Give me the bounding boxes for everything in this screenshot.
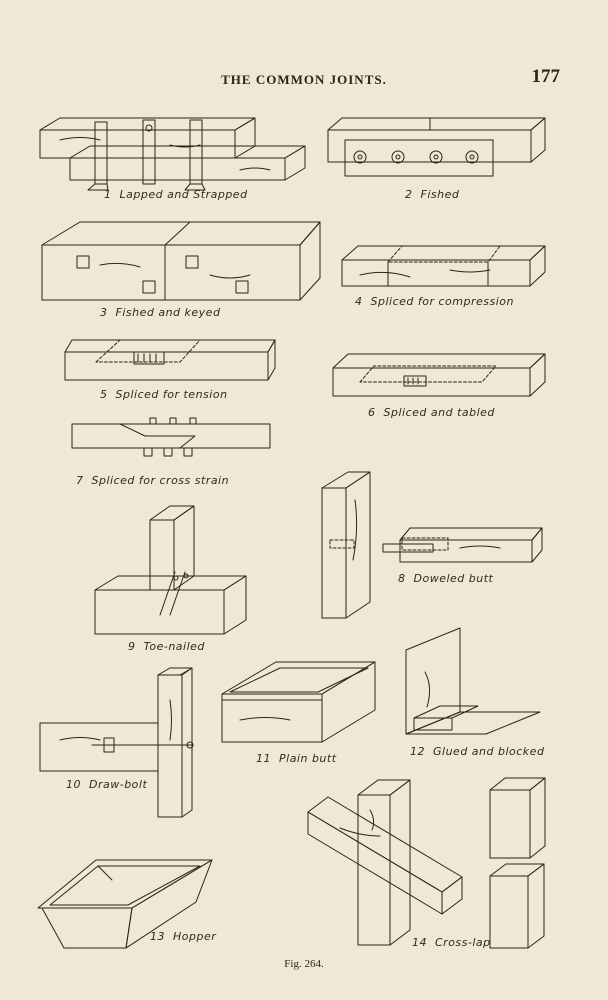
joint-8-doweled-butt-drawing	[322, 472, 542, 618]
joint-7-spliced-cross-strain-drawing	[72, 418, 270, 456]
page-number: 177	[531, 66, 561, 87]
joint-13-hopper-drawing	[38, 860, 212, 948]
caption-joint-3: 3 Fished and keyed	[100, 306, 221, 319]
caption-joint-2: 2 Fished	[405, 188, 460, 201]
caption-joint-1: 1 Lapped and Strapped	[104, 188, 248, 201]
caption-joint-8: 8 Doweled butt	[398, 572, 494, 585]
caption-joint-5: 5 Spliced for tension	[100, 388, 228, 401]
caption-joint-4: 4 Spliced for compression	[355, 295, 514, 308]
joint-2-fished-drawing	[328, 118, 545, 176]
caption-joint-6: 6 Spliced and tabled	[368, 406, 495, 419]
joint-9-toe-nailed-drawing	[95, 506, 246, 634]
caption-joint-7: 7 Spliced for cross strain	[76, 474, 230, 487]
caption-joint-12: 12 Glued and blocked	[410, 745, 545, 758]
joint-3-fished-keyed-drawing	[42, 222, 320, 300]
caption-joint-11: 11 Plain butt	[256, 752, 337, 765]
joint-12-glued-blocked-drawing	[406, 628, 540, 734]
figure-caption: Fig. 264.	[284, 958, 324, 970]
joint-5-spliced-tension-drawing	[65, 340, 275, 380]
joint-14-cross-lap-drawing	[308, 778, 545, 948]
caption-joint-14: 14 Cross-lap	[412, 936, 491, 949]
joint-4-spliced-compression-drawing	[342, 246, 545, 286]
joint-1-lapped-strapped-drawing	[40, 118, 305, 190]
joint-6-spliced-tabled-drawing	[333, 354, 545, 396]
joint-11-plain-butt-drawing	[222, 662, 375, 742]
running-header: THE COMMON JOINTS.	[221, 72, 387, 87]
caption-joint-10: 10 Draw-bolt	[66, 778, 148, 791]
joint-10-draw-bolt-drawing	[40, 668, 193, 817]
caption-joint-13: 13 Hopper	[150, 930, 217, 943]
caption-joint-9: 9 Toe-nailed	[128, 640, 205, 653]
